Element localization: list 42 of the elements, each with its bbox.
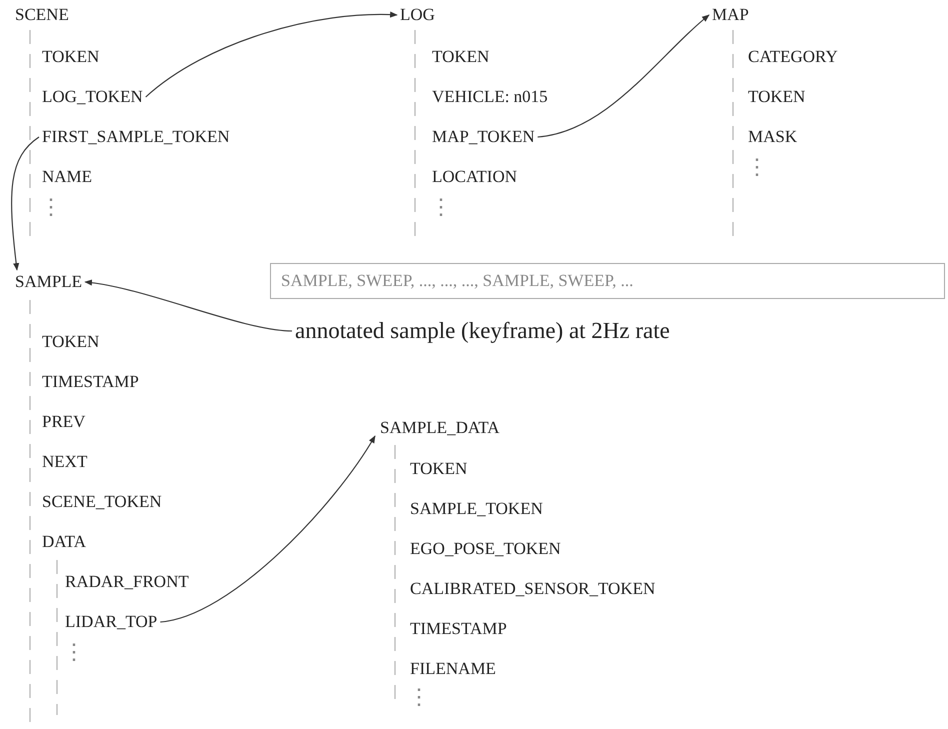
- field-label: VEHICLE: n015: [432, 87, 548, 107]
- field-label: TOKEN: [432, 47, 490, 67]
- field-label: NEXT: [42, 452, 88, 472]
- field-label: NAME: [42, 167, 92, 187]
- field-label: LIDAR_TOP: [65, 612, 158, 632]
- field-label: TOKEN: [42, 47, 100, 67]
- field-label: LOCATION: [432, 167, 517, 187]
- field-label: TIMESTAMP: [42, 372, 139, 392]
- ellipsis-mark: ⋮: [63, 640, 85, 664]
- sequence-box: SAMPLE, SWEEP, ..., ..., ..., SAMPLE, SWEEP, ...: [270, 263, 945, 299]
- field-label: LOG_TOKEN: [42, 87, 143, 107]
- ellipsis-mark: ⋮: [746, 155, 768, 179]
- field-label: DATA: [42, 532, 86, 552]
- field-label: CALIBRATED_SENSOR_TOKEN: [410, 579, 656, 599]
- field-label: TOKEN: [748, 87, 806, 107]
- ellipsis-mark: ⋮: [40, 195, 62, 219]
- arrow: [538, 14, 710, 138]
- field-label: MAP: [712, 5, 749, 25]
- field-label: SAMPLE_TOKEN: [410, 499, 543, 519]
- field-label: SAMPLE_DATA: [380, 418, 500, 438]
- arrow: [145, 12, 398, 98]
- field-label: TIMESTAMP: [410, 619, 507, 639]
- field-label: SCENE: [15, 5, 69, 25]
- field-label: FILENAME: [410, 659, 496, 679]
- arrow: [160, 435, 376, 623]
- field-label: SAMPLE: [15, 272, 82, 292]
- field-label: RADAR_FRONT: [65, 572, 189, 592]
- field-label: LOG: [400, 5, 435, 25]
- field-label: EGO_POSE_TOKEN: [410, 539, 561, 559]
- field-label: PREV: [42, 412, 86, 432]
- field-label: FIRST_SAMPLE_TOKEN: [42, 127, 230, 147]
- ellipsis-mark: ⋮: [408, 685, 430, 709]
- field-label: MAP_TOKEN: [432, 127, 535, 147]
- field-label: TOKEN: [410, 459, 468, 479]
- field-label: MASK: [748, 127, 798, 147]
- arrow: [84, 280, 292, 332]
- annotation-text: annotated sample (keyframe) at 2Hz rate: [295, 318, 670, 344]
- field-label: TOKEN: [42, 332, 100, 352]
- field-label: SCENE_TOKEN: [42, 492, 162, 512]
- arrow: [11, 136, 40, 271]
- field-label: CATEGORY: [748, 47, 838, 67]
- ellipsis-mark: ⋮: [430, 195, 452, 219]
